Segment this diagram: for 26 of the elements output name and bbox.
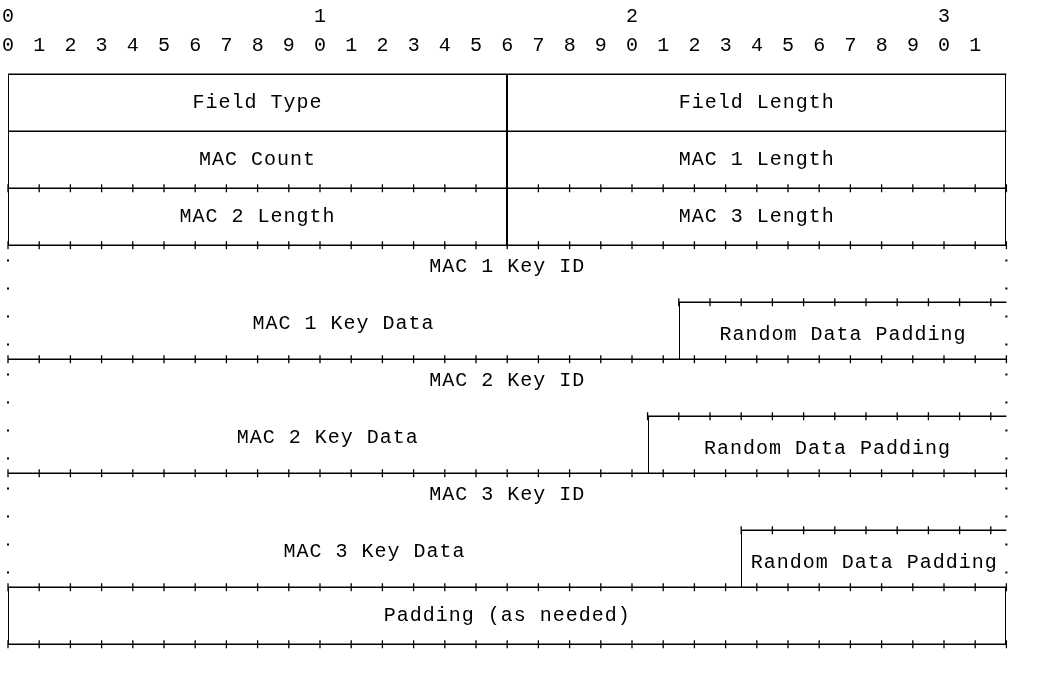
field-name: Random Data Padding	[719, 324, 967, 345]
packet-field	[8, 587, 1007, 645]
field-name: Field Length	[678, 92, 835, 113]
field-name: Random Data Padding	[750, 552, 998, 573]
packet-field	[8, 131, 508, 189]
bit-octet-number: 3	[938, 7, 954, 28]
field-name: MAC 1 Key ID	[429, 256, 586, 277]
field-name: MAC 3 Key ID	[429, 484, 586, 505]
field-name: MAC 2 Key ID	[429, 370, 586, 391]
bit-octet-number: 2	[626, 7, 642, 28]
bit-octet-number: 0	[2, 7, 18, 28]
field-name: MAC 1 Key Data	[252, 313, 435, 334]
field-name: MAC 1 Length	[678, 149, 835, 170]
field-name: Random Data Padding	[703, 438, 951, 459]
field-name: MAC 2 Key Data	[236, 427, 419, 448]
field-name: MAC 2 Length	[179, 206, 336, 227]
bit-octet-number: 1	[314, 7, 330, 28]
packet-field	[507, 188, 1007, 246]
bit-number-row: 0 1 2 3 4 5 6 7 8 9 0 1 2 3 4 5 6 7 8 9 0 1 2 3 4 5 6 7 8 9 0 1	[2, 35, 985, 56]
packet-field	[507, 131, 1007, 189]
field-name: MAC 3 Key Data	[283, 541, 466, 562]
packet-field	[8, 188, 508, 246]
field-name: MAC 3 Length	[678, 206, 835, 227]
field-name: Field Type	[192, 92, 323, 113]
packet-field	[8, 74, 508, 132]
packet-field	[507, 74, 1007, 132]
